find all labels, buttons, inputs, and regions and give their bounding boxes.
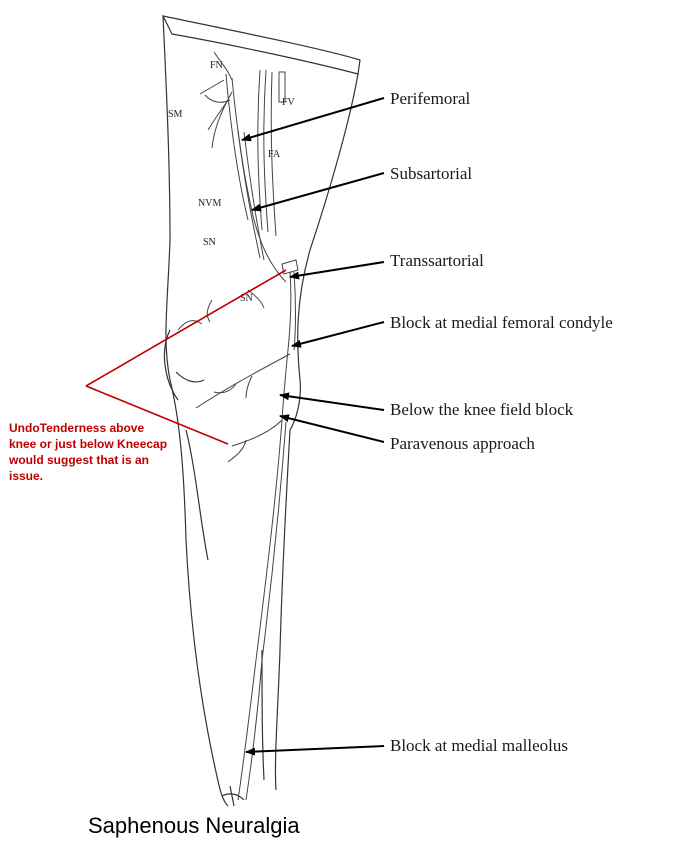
diagram-caption: Saphenous Neuralgia bbox=[88, 813, 300, 838]
callout-medial-femoral-condyle: Block at medial femoral condyle bbox=[390, 313, 613, 332]
arrow-medial-malleolus bbox=[245, 745, 385, 756]
label-sm: SM bbox=[168, 109, 183, 120]
arrow-medial-femoral-condyle bbox=[291, 321, 385, 348]
red-line-lower bbox=[85, 385, 229, 445]
label-sn-lower: SN bbox=[240, 293, 253, 304]
callout-subsartorial: Subsartorial bbox=[390, 164, 472, 183]
red-line-upper bbox=[85, 269, 287, 387]
arrow-below-knee bbox=[279, 392, 385, 411]
nerve-paths bbox=[177, 51, 299, 801]
red-annotation-lines bbox=[85, 269, 287, 445]
label-sn-upper: SN bbox=[203, 237, 216, 248]
tenderness-note: UndoTenderness above knee or just below … bbox=[9, 421, 168, 483]
label-nvm: NVM bbox=[198, 198, 221, 209]
leg-outline bbox=[161, 15, 361, 807]
anatomy-labels: FN FV SM FA NVM SN SN bbox=[168, 60, 296, 304]
label-fn: FN bbox=[210, 60, 223, 71]
label-fv: FV bbox=[282, 97, 296, 108]
arrow-perifemoral bbox=[241, 97, 385, 142]
callout-below-knee: Below the knee field block bbox=[390, 400, 574, 419]
arrow-subsartorial bbox=[251, 172, 385, 212]
label-fa: FA bbox=[268, 149, 281, 160]
callout-labels: Perifemoral Subsartorial Transsartorial … bbox=[390, 89, 613, 755]
callout-medial-malleolus: Block at medial malleolus bbox=[390, 736, 568, 755]
callout-perifemoral: Perifemoral bbox=[390, 89, 471, 108]
arrow-transsartorial bbox=[289, 261, 385, 280]
callout-arrows bbox=[241, 97, 385, 756]
callout-transsartorial: Transsartorial bbox=[390, 251, 484, 270]
arrow-paravenous bbox=[279, 414, 385, 443]
callout-paravenous: Paravenous approach bbox=[390, 434, 535, 453]
